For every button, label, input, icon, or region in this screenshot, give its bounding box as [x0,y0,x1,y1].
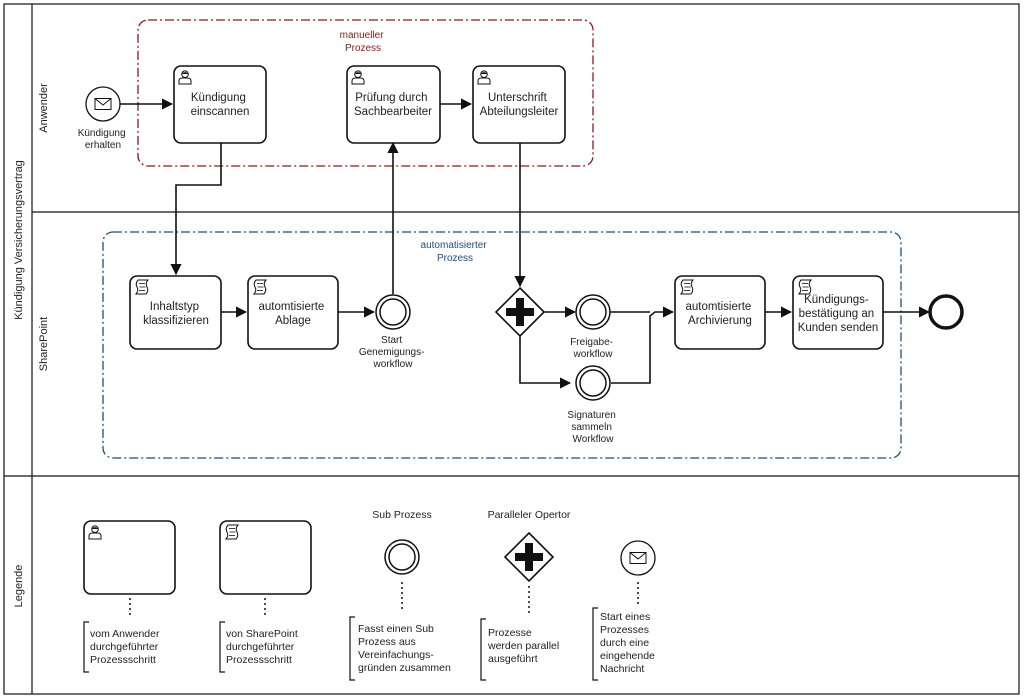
task-store[interactable]: automtisierte Ablage [247,275,339,350]
script-icon [253,279,267,295]
script-icon [680,279,694,295]
automated-process-group [102,231,902,459]
svg-text:Inhaltstyp klassifiziere: Inhaltstyp klassifizieren [143,301,209,327]
legend-user-task: vom Anwender durchgeführter Prozessschri… [83,520,176,673]
user-icon [177,69,193,85]
task-confirm[interactable]: Kündigungs- bestätigung an Kunden senden [792,275,884,350]
svg-text:Prozesse werden parall: Prozesse werden parallel ausgeführt [487,627,562,665]
legend-subprocess: Sub Prozess Fasst einen Sub Prozess aus … [349,509,451,681]
lane-title-sharepoint: SharePoint [38,317,50,371]
svg-text:Start eines Prozesses: Start eines Prozesses durch eine eingehe… [600,611,658,675]
start-message-event [85,86,121,122]
svg-text:Paralleler Opertor: Paralleler Opertor [488,509,571,521]
legend-parallel: Paralleler Opertor Prozesse werden paral… [480,509,571,681]
event-signatures [575,365,611,401]
automated-group-label: automatisierter Prozess [421,240,490,264]
legend-sharepoint-task: von SharePoint durchgeführter Prozesssch… [219,520,312,673]
task-review[interactable]: Prüfung durch Sachbearbeiter [346,65,441,144]
task-sign[interactable]: Unterschrift Abteilungsleiter [472,65,566,144]
event-signatures-label: Signaturen sammeln Workflow [567,410,618,445]
gateway-parallel [494,286,546,338]
pool [3,3,1020,695]
envelope-icon [94,98,112,110]
svg-text:Kündigung einscannen: Kündigung einscannen [191,92,250,118]
pool-title: Kündigung Versicherungsvertrag [13,160,25,320]
manual-process-group [137,19,594,167]
task-archive[interactable]: automtisierte Archivierung [674,275,766,350]
script-icon [798,279,812,295]
script-icon [225,524,239,540]
user-icon [476,69,492,85]
envelope-icon [629,552,647,564]
plus-icon [506,298,534,326]
user-icon [87,524,103,540]
end-event [928,294,964,330]
event-start-approval-label: Start Genemigungs- workflow [359,335,427,370]
legend: vom Anwender durchgeführter Prozessschri… [83,509,658,681]
svg-text:von SharePoint durchge: von SharePoint durchgeführter Prozesssch… [226,628,301,666]
svg-text:Sub Prozess: Sub Prozess [372,509,432,521]
svg-text:vom Anwender durchgefü: vom Anwender durchgeführter Prozessschri… [90,628,162,666]
sequence-flows [120,98,931,389]
lane-title-legende: Legende [13,565,25,608]
lane-title-anwender: Anwender [38,83,50,133]
task-classify[interactable]: Inhaltstyp klassifizieren [129,275,222,350]
svg-text:Fasst einen Sub Prozes: Fasst einen Sub Prozess aus Vereinfachun… [358,623,451,674]
user-icon [350,69,366,85]
start-message-label: Kündigung erhalten [78,128,129,151]
event-release [575,294,611,330]
svg-text:Kündigungs- bestätigung: Kündigungs- bestätigung an Kunden senden [798,294,879,334]
event-release-label: Freigabe- workflow [570,337,616,360]
legend-message-start: Start eines Prozesses durch eine eingehe… [592,540,658,681]
event-start-approval [375,294,411,330]
plus-icon [515,543,543,571]
task-scan[interactable]: Kündigung einscannen [173,65,267,144]
svg-text:automtisierte Ablage: automtisierte Ablage [258,301,327,327]
svg-text:Unterschrift Abteilungsl: Unterschrift Abteilungsleiter [480,92,559,118]
svg-text:Prüfung durch Sachbearbe: Prüfung durch Sachbearbeiter [354,92,432,118]
svg-text:automtisierte Archivieru: automtisierte Archivierung [685,301,754,327]
script-icon [135,279,149,295]
manual-group-label: manueller Prozess [340,30,387,54]
